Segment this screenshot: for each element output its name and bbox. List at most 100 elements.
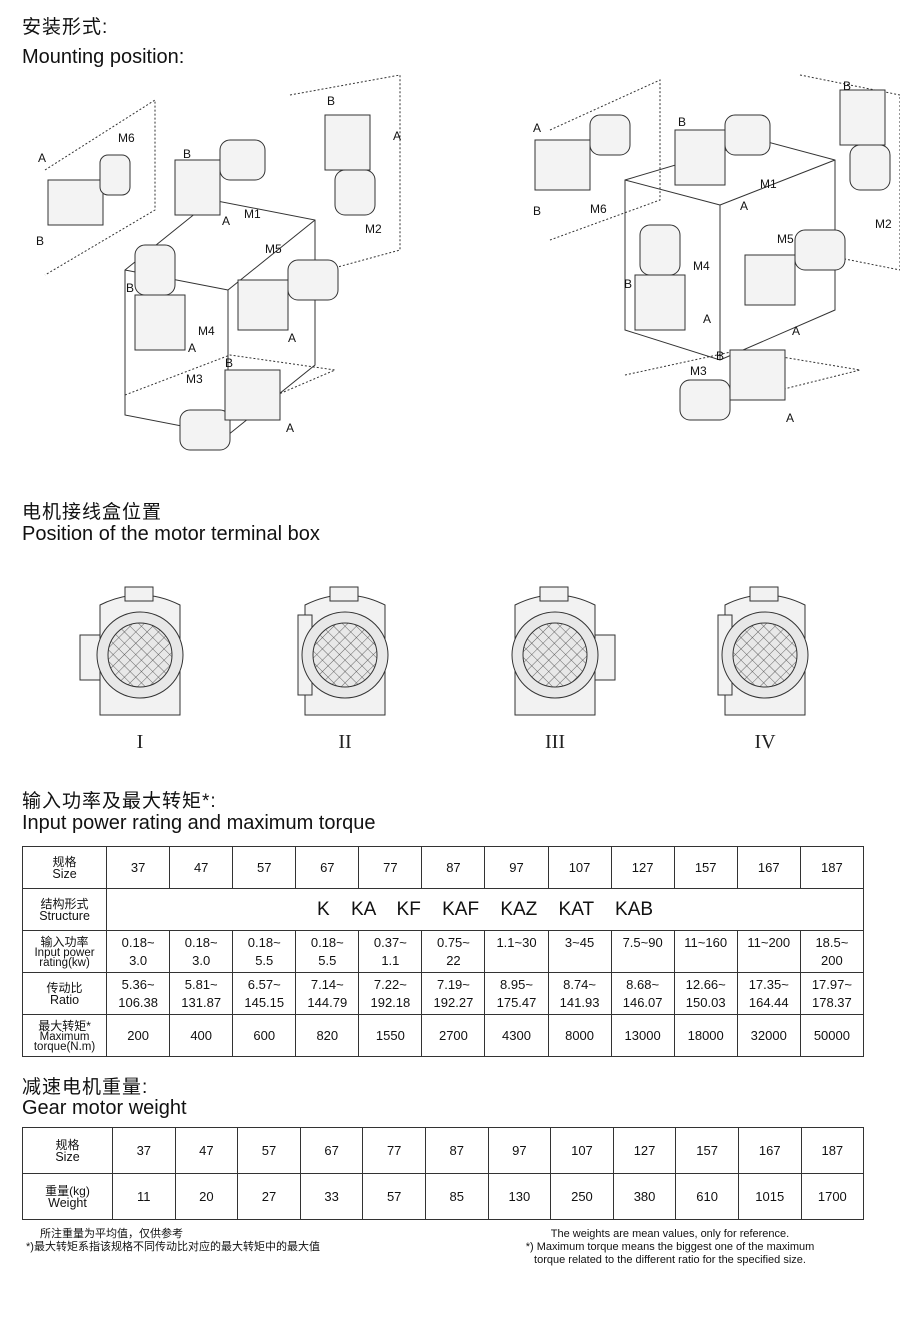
weight-cell: 27 (237, 1173, 301, 1220)
weight-title-en: Gear motor weight (22, 1097, 187, 1119)
terminal-view-3 (511, 586, 616, 716)
power-torque-table: 规格 Size 37 47 57 67 77 87 97 107 127 157… (21, 846, 865, 1057)
weight-cell: 85 (424, 1173, 489, 1220)
label-b-left-4: B (126, 281, 134, 295)
size-header-en: Size (52, 866, 77, 881)
note-cn-1: 所注重量为平均值，仅供参考 (40, 1228, 183, 1240)
terminal-label-2: II (338, 731, 351, 753)
ratio-cell: 17.35~164.44 (736, 972, 801, 1015)
weight-cell: 57 (362, 1173, 426, 1220)
label-b-left-3: B (327, 94, 335, 108)
weight-size-row: 规格 Size 37 47 57 67 77 87 97 107 127 157… (22, 1127, 865, 1174)
power-cell: 0.18~3.0 (169, 930, 234, 973)
label-a-left-1: A (38, 151, 46, 165)
label-m6-right: M6 (590, 202, 607, 216)
power-cell: 0.18~3.0 (106, 930, 171, 973)
power-title-en: Input power rating and maximum torque (22, 812, 376, 834)
label-a-right-3: A (792, 324, 800, 338)
size-cell: 107 (547, 846, 612, 889)
terminal-view-4 (717, 586, 809, 716)
label-a-left-4: A (288, 331, 296, 345)
torque-cell: 200 (106, 1014, 171, 1057)
size-cell: 67 (295, 846, 360, 889)
note-en-2: *) Maximum torque means the biggest one … (525, 1241, 815, 1253)
label-a-left-5: A (188, 341, 196, 355)
torque-header-cn: 最大转矩* (38, 1018, 91, 1033)
size-cell: 57 (232, 846, 297, 889)
label-m3-right: M3 (690, 364, 707, 378)
torque-cell: 820 (295, 1014, 360, 1057)
size-cell: 77 (358, 846, 423, 889)
weight-size-cell: 57 (237, 1127, 301, 1174)
weight-cell: 130 (487, 1173, 552, 1220)
notes-en: The weights are mean values, only for re… (460, 1228, 880, 1267)
size-row: 规格 Size 37 47 57 67 77 87 97 107 127 157… (21, 846, 865, 889)
torque-cell: 50000 (799, 1014, 865, 1057)
weight-size-header-cn: 规格 (55, 1137, 80, 1152)
weight-table: 规格 Size 37 47 57 67 77 87 97 107 127 157… (22, 1127, 865, 1220)
weight-cell: 610 (675, 1173, 739, 1220)
terminal-label-4: IV (754, 731, 776, 753)
power-cell: 3~45 (547, 930, 612, 973)
ratio-cell: 8.68~146.07 (610, 972, 675, 1015)
weight-size-cell: 157 (675, 1127, 739, 1174)
torque-cell: 13000 (610, 1014, 675, 1057)
weight-size-header-en: Size (55, 1149, 80, 1164)
size-cell: 167 (736, 846, 801, 889)
ratio-cell: 8.95~175.47 (484, 972, 549, 1015)
label-a-right-4: A (703, 312, 711, 326)
ratio-cell: 7.19~192.27 (421, 972, 486, 1015)
label-a-right-5: A (786, 411, 794, 425)
torque-cell: 4300 (484, 1014, 549, 1057)
power-header-en2: rating(kw) (39, 956, 90, 969)
note-cn-2: *)最大转矩系指该规格不同传动比对应的最大转矩中的最大值 (26, 1241, 320, 1253)
torque-cell: 400 (169, 1014, 234, 1057)
note-en-3: torque related to the different ratio fo… (534, 1254, 806, 1266)
label-b-right-4: B (624, 277, 632, 291)
size-cell: 187 (799, 846, 865, 889)
torque-cell: 2700 (421, 1014, 486, 1057)
weight-size-cell: 37 (112, 1127, 176, 1174)
label-a-right-2: A (740, 199, 748, 213)
ratio-header: 传动比 Ratio (21, 972, 108, 1015)
note-en-1: The weights are mean values, only for re… (550, 1228, 790, 1240)
weight-size-cell: 167 (737, 1127, 802, 1174)
power-title-cn: 输入功率及最大转矩*: (22, 791, 217, 812)
structure-cell: K KA KF KAF KAZ KAT KAB (106, 888, 864, 931)
torque-row: 最大转矩* Maximum torque(N.m) 200 400 600 82… (21, 1014, 865, 1057)
power-cell: 0.75~22 (421, 930, 486, 973)
label-m1-right: M1 (760, 177, 777, 191)
terminal-box-diagram: I II III IV (79, 586, 809, 753)
size-cell: 97 (484, 846, 549, 889)
notes-cn: 所注重量为平均值，仅供参考 *)最大转矩系指该规格不同传动比对应的最大转矩中的最… (26, 1228, 320, 1254)
weight-size-cell: 47 (174, 1127, 239, 1174)
label-b-right-1: B (533, 204, 541, 218)
weight-value-row: 重量(kg) Weight 11 20 27 33 57 85 130 250 … (22, 1173, 865, 1220)
structure-row: 结构形式 Structure K KA KF KAF KAZ KAT KAB (21, 888, 864, 931)
torque-cell: 32000 (736, 1014, 801, 1057)
power-header: 输入功率 Input power rating(kw) (21, 930, 108, 973)
ratio-cell: 7.14~144.79 (295, 972, 360, 1015)
weight-header-en: Weight (48, 1195, 87, 1210)
label-b-right-5: B (716, 349, 724, 363)
mounting-title-en: Mounting position: (22, 46, 185, 68)
weight-cell: 11 (112, 1173, 176, 1220)
terminal-label-3: III (545, 731, 565, 753)
ratio-cell: 7.22~192.18 (358, 972, 423, 1015)
label-m1-left: M1 (244, 207, 261, 221)
power-header-cn: 输入功率 (40, 934, 89, 949)
torque-cell: 18000 (673, 1014, 738, 1057)
torque-header-en1: Maximum (39, 1030, 90, 1043)
weight-size-header: 规格 Size (22, 1127, 113, 1174)
ratio-cell: 17.97~178.37 (799, 972, 865, 1015)
size-cell: 47 (169, 846, 234, 889)
torque-cell: 8000 (547, 1014, 612, 1057)
terminal-title-cn: 电机接线盒位置 (22, 502, 163, 523)
weight-cell: 20 (174, 1173, 239, 1220)
size-cell: 37 (106, 846, 171, 889)
label-m4-left: M4 (198, 324, 215, 338)
torque-header-en2: torque(N.m) (33, 1040, 96, 1053)
weight-cell: 250 (550, 1173, 614, 1220)
label-a-left-6: A (286, 421, 294, 435)
ratio-header-en: Ratio (49, 992, 80, 1007)
